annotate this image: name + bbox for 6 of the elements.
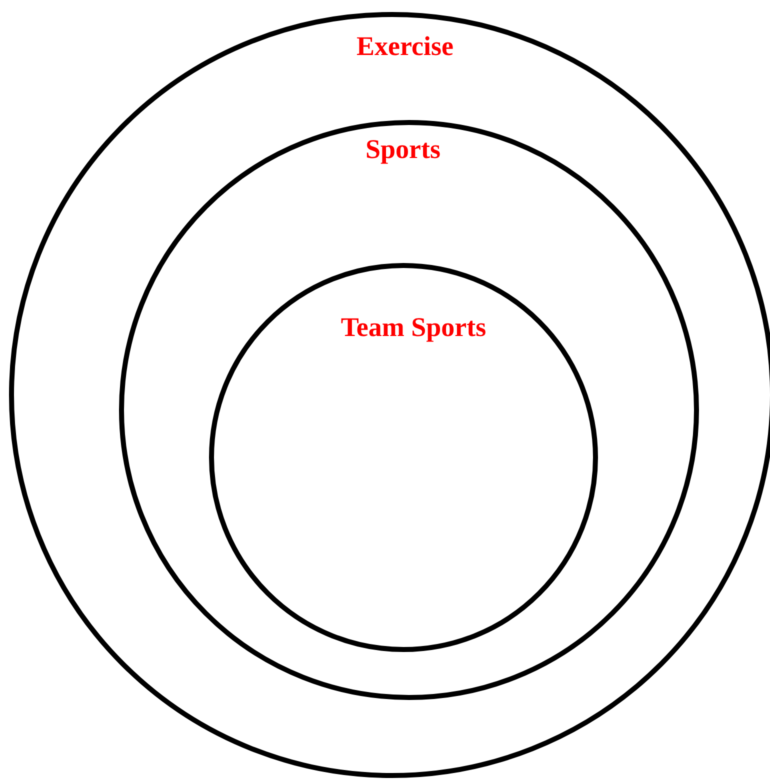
set-label: Exercise <box>356 30 454 62</box>
set-circle <box>119 120 699 700</box>
set-label: Sports <box>366 133 440 165</box>
set-circle <box>209 263 598 652</box>
set-label: Team Sports <box>340 311 486 343</box>
set-circle <box>9 12 770 778</box>
